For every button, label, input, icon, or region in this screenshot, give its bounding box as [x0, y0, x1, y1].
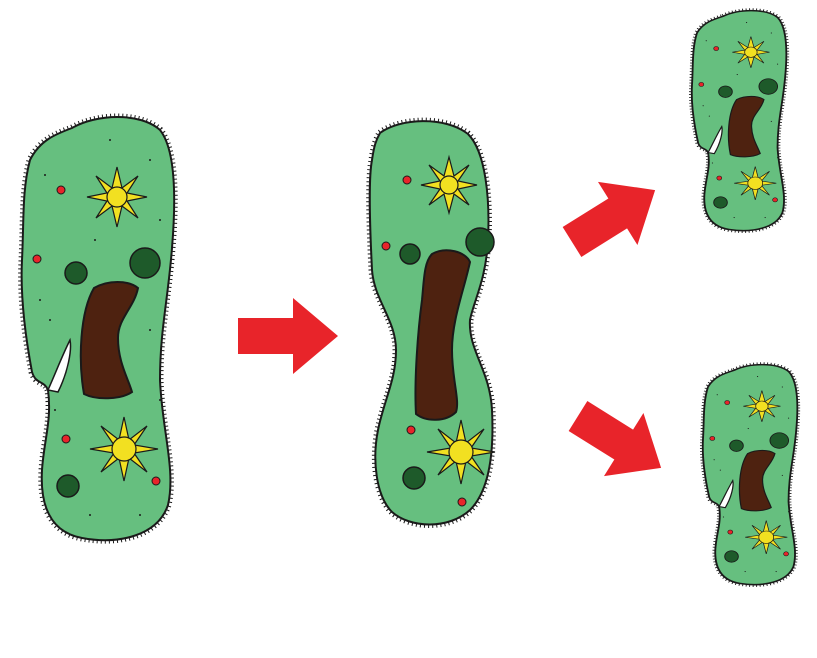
red-granule [407, 426, 415, 434]
paramecium-daughter-bottom [703, 365, 798, 585]
red-granule [458, 498, 466, 506]
paramecium-parent [22, 117, 175, 540]
red-granule [403, 176, 411, 184]
arrow-up-right [552, 158, 675, 273]
paramecium-daughter-top [692, 11, 787, 231]
arrow-right [238, 298, 338, 374]
red-granule [382, 242, 390, 250]
contractile-vacuole [421, 157, 477, 213]
food-vacuole [466, 228, 494, 256]
paramecium-dividing [370, 121, 495, 524]
arrow-down-right [558, 384, 681, 499]
food-vacuole [403, 467, 425, 489]
food-vacuole [400, 244, 420, 264]
